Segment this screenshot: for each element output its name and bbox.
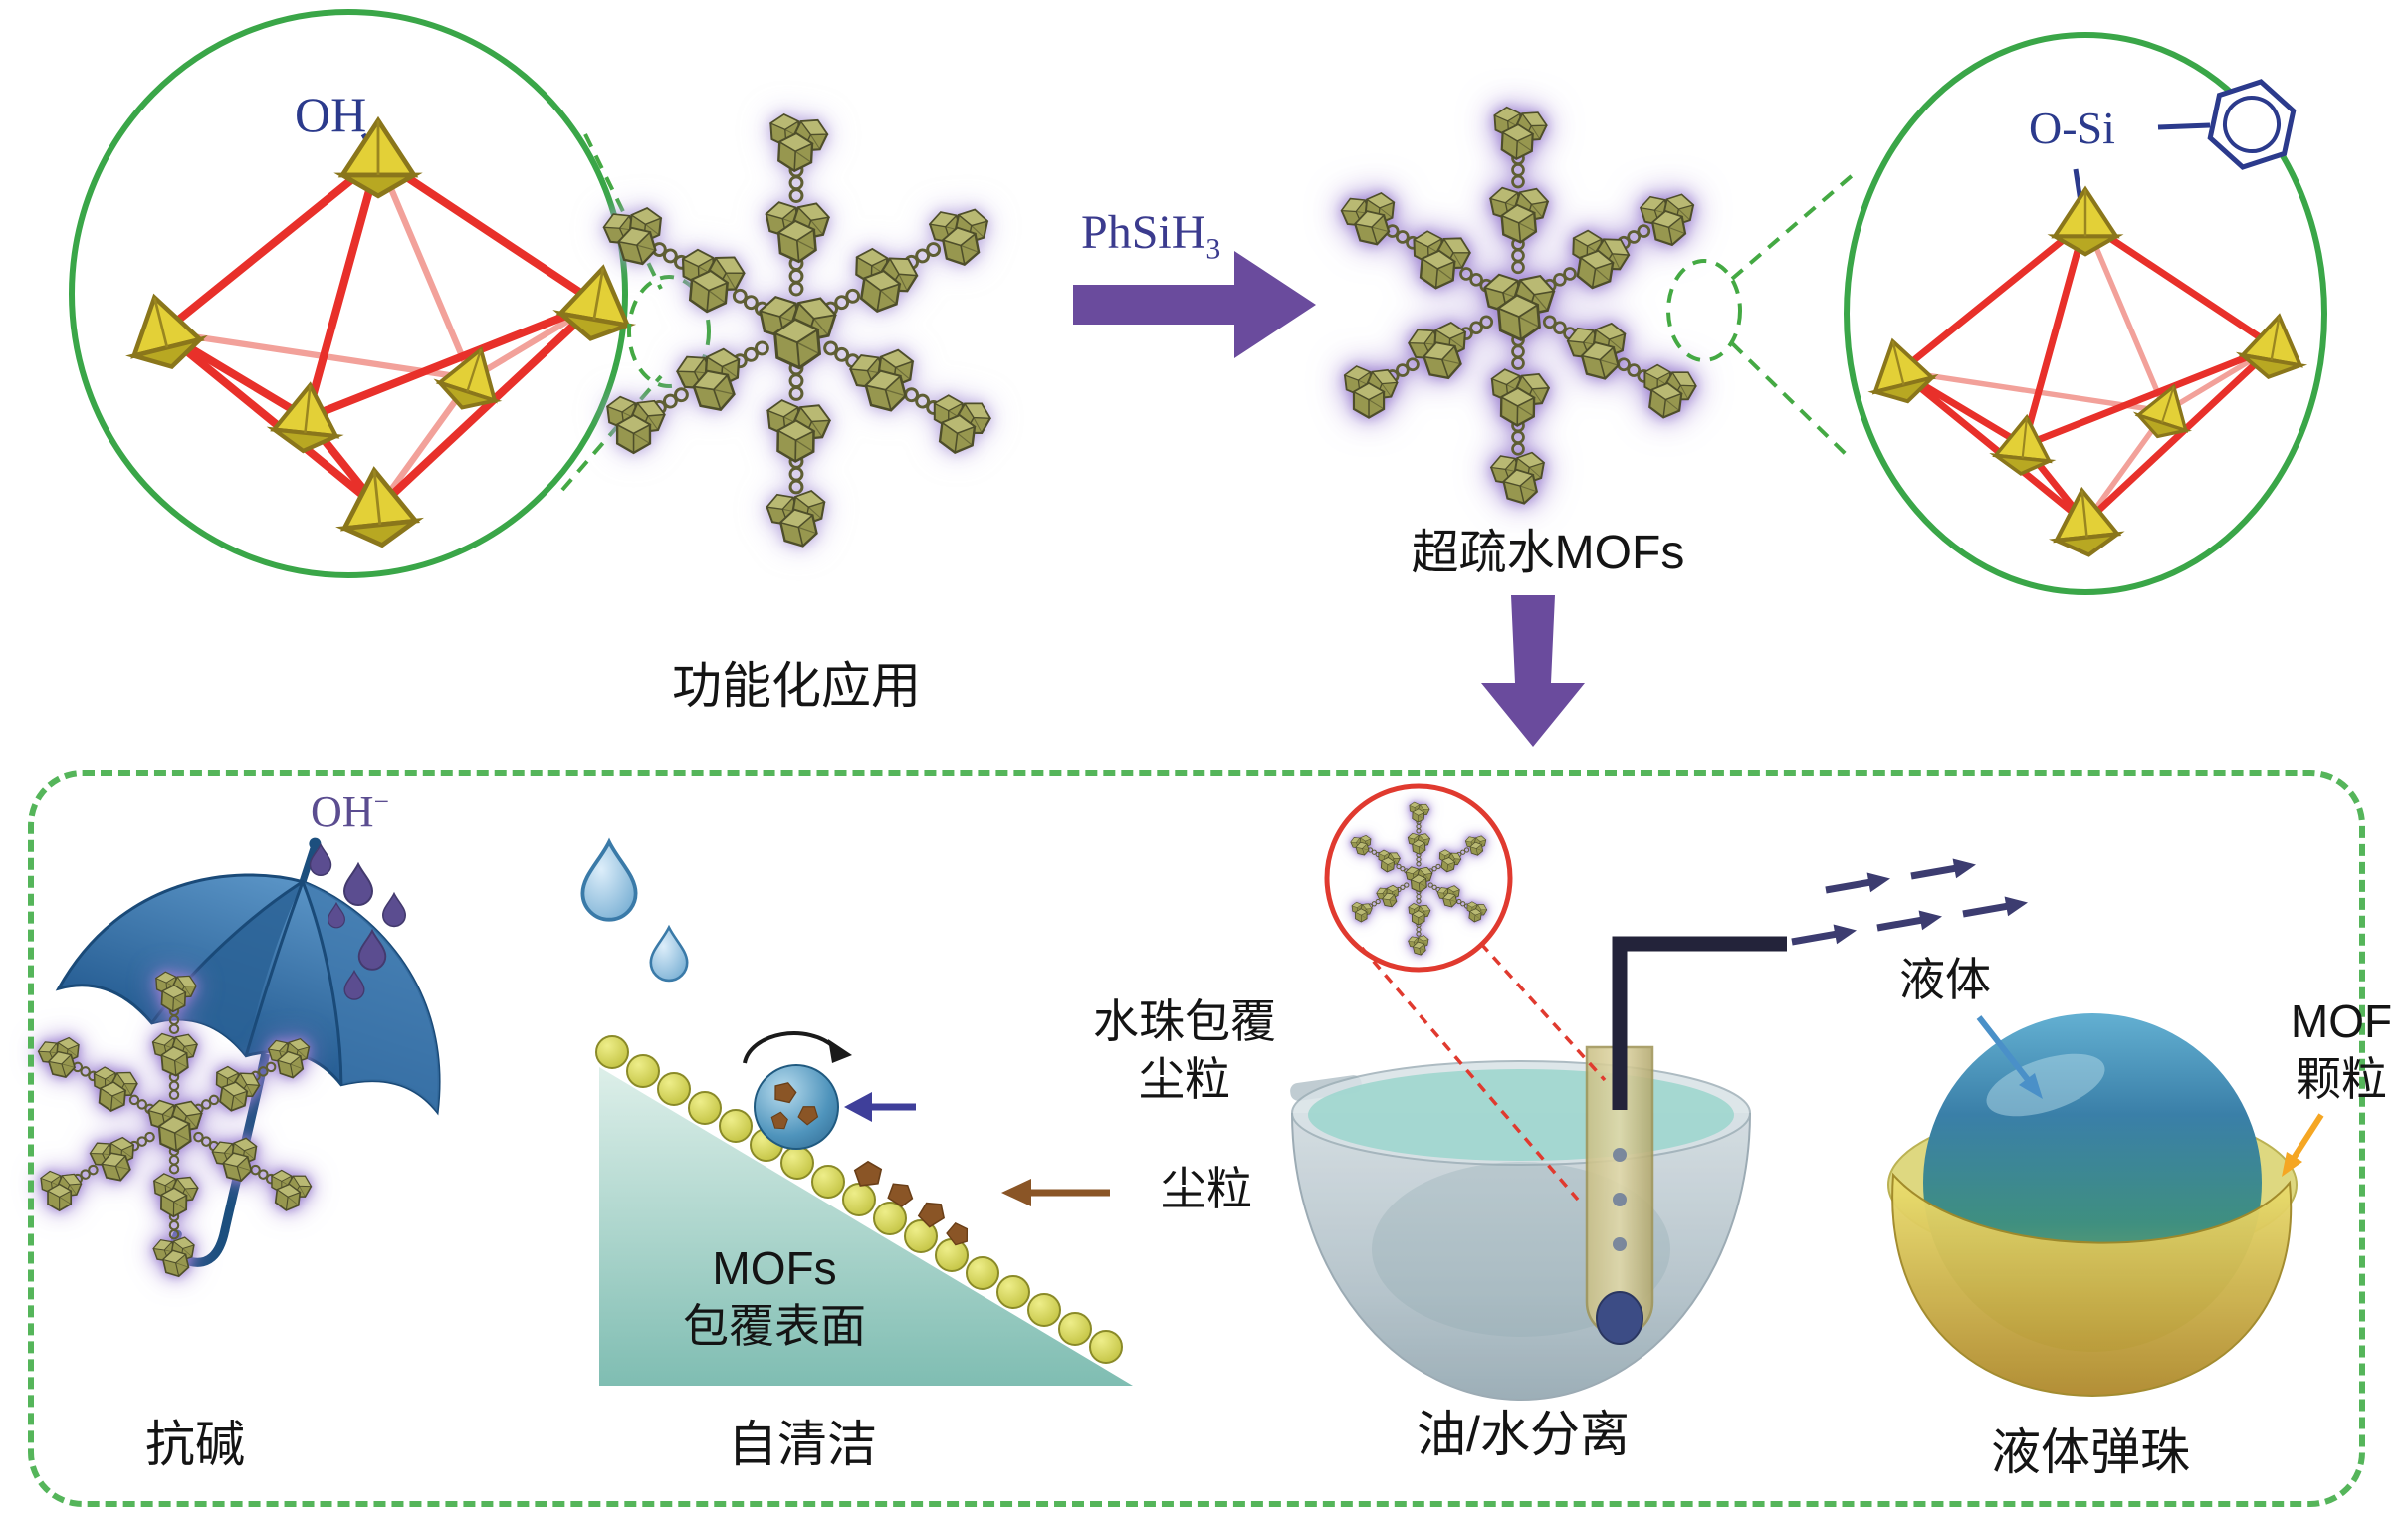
caption-oil-water-separation: 油/水分离 (1417, 1407, 1630, 1462)
panel-oil-water-separation (1290, 783, 2030, 1401)
arrow-to-ball (844, 1092, 916, 1122)
liquid-label: 液体 (1899, 954, 1991, 1005)
mof-zoom-circle (1324, 783, 1513, 973)
cluster-octahedron-silane (1864, 189, 2308, 557)
arrow-liquid (1976, 1015, 2043, 1099)
reagent-label: PhSiH3 (1081, 203, 1220, 268)
droplet-wrap-line1: 水珠包覆 (1093, 995, 1276, 1047)
mof-particle-label: MOF 颗粒 (2291, 993, 2392, 1108)
separation-tube (1585, 936, 1787, 1345)
coating-surface-line1: MOFs (712, 1242, 837, 1294)
rotation-arrow (743, 1031, 852, 1064)
cluster-octahedron (121, 120, 636, 548)
hydroxide-ion-text: OH (311, 787, 374, 836)
coated-slope (599, 1067, 1133, 1386)
reagent-subscript: 3 (1205, 232, 1221, 266)
applications-panel-border (28, 770, 2365, 1507)
mof-bead-coating (595, 1035, 1123, 1364)
hydroxide-ion-label: OH− (311, 784, 389, 839)
arrow-mof-particles (2282, 1113, 2324, 1177)
zoom-cone-right (1666, 172, 1856, 460)
silane-node-zoom (1844, 32, 2327, 595)
coating-surface-line2: 包覆表面 (683, 1299, 866, 1352)
rolling-water-ball (754, 1064, 839, 1150)
caption-alkali-resistance: 抗碱 (145, 1417, 245, 1472)
reagent-main-text: PhSiH (1081, 206, 1206, 259)
caption-liquid-marble: 液体弹珠 (1991, 1424, 2190, 1480)
outlet-pipe (1612, 936, 1787, 1110)
panel-self-cleaning (580, 839, 1133, 1386)
hydroxyl-node-zoom (69, 9, 637, 578)
down-arrow (1481, 595, 1585, 747)
product-label: 超疏水MOFs (1411, 527, 1685, 579)
droplet-wrap-line2: 尘粒 (1139, 1052, 1230, 1105)
hydroxyl-label: OH (295, 84, 366, 146)
mof-particle-line1: MOF (2290, 995, 2393, 1047)
dust-label: 尘粒 (1161, 1163, 1252, 1214)
hydroxide-ion-charge: − (373, 786, 389, 817)
marble-cup-front (1891, 1172, 2293, 1398)
mof-particle-line2: 颗粒 (2295, 1052, 2387, 1105)
zoom-cone-left (560, 133, 711, 492)
mof-crystal-reactant (599, 110, 996, 552)
umbrella (55, 837, 441, 1267)
si-phenyl-bond (2157, 122, 2211, 130)
reaction-arrow (1073, 251, 1316, 358)
droplet-wrap-label: 水珠包覆 尘粒 (1093, 993, 1276, 1108)
mof-crystal-product (1337, 103, 1701, 509)
applications-title: 功能化应用 (672, 658, 921, 714)
zoom-dashed-lines (1360, 942, 1607, 1202)
coating-surface-label: MOFs 包覆表面 (683, 1240, 866, 1355)
sphere-highlight (1986, 1053, 2105, 1117)
caption-self-cleaning: 自清洁 (728, 1417, 877, 1472)
panel-liquid-marble (1887, 1013, 2324, 1398)
silane-label: O-Si (2029, 103, 2115, 153)
panel-alkali-resistance (0, 837, 441, 1320)
benzene-ring (2207, 79, 2297, 170)
hydroxyl-label-text: OH (295, 87, 367, 142)
arrow-to-dust (1001, 1179, 1110, 1206)
